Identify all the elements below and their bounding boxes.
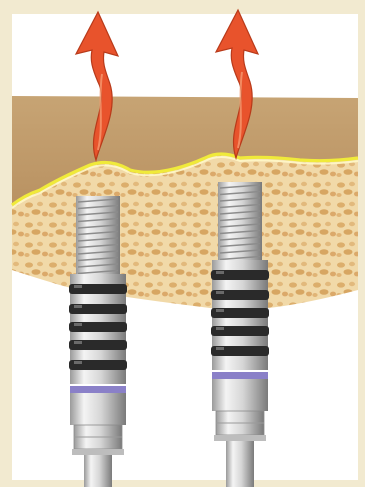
purple-band xyxy=(212,372,268,379)
instrument-shaft xyxy=(226,435,254,487)
instrument-1 xyxy=(69,196,127,487)
purple-band xyxy=(70,386,126,393)
